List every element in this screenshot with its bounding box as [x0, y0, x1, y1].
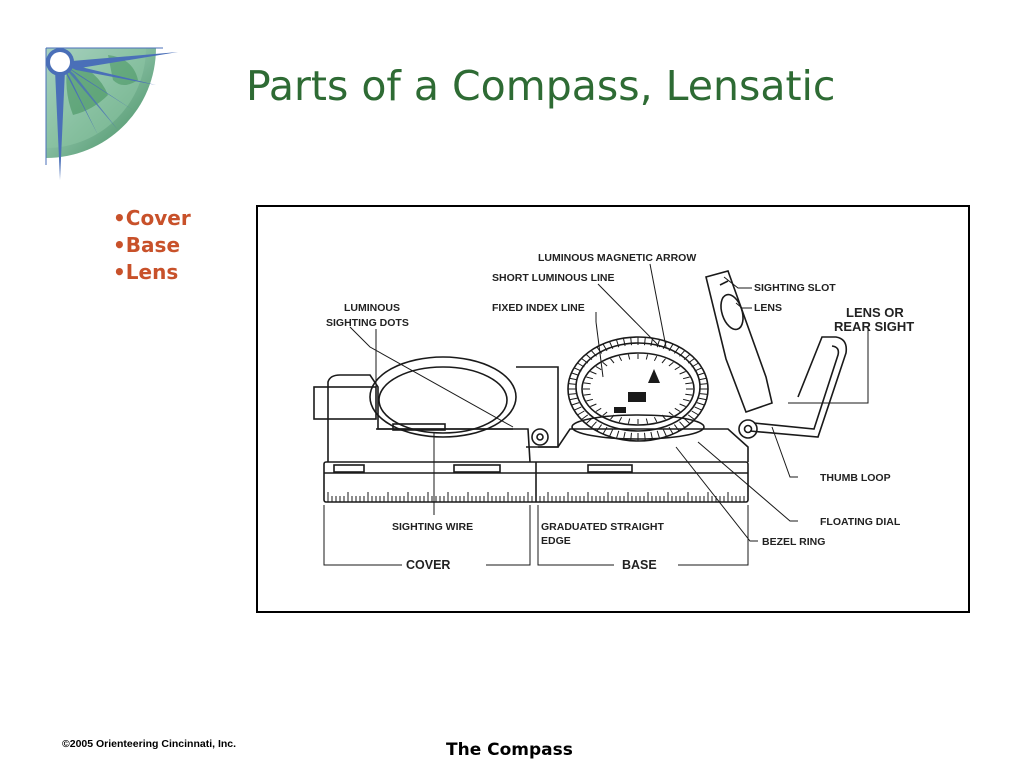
label-sighting-wire: SIGHTING WIRE — [392, 521, 473, 533]
label-luminous-magnetic-arrow: LUMINOUS MAGNETIC ARROW — [538, 252, 696, 264]
label-graduated-straight-edge-line1: GRADUATED STRAIGHT — [541, 521, 664, 533]
compass-rose-logo — [45, 47, 178, 180]
label-luminous-sighting-dots-line2: SIGHTING DOTS — [326, 317, 409, 329]
footer-title: The Compass — [446, 740, 573, 760]
label-base: BASE — [622, 558, 657, 572]
copyright-text: ©2005 Orienteering Cincinnati, Inc. — [62, 738, 237, 750]
label-short-luminous-line: SHORT LUMINOUS LINE — [492, 272, 615, 284]
bullet-item-cover: Cover — [113, 205, 191, 232]
label-graduated-straight-edge-line2: EDGE — [541, 535, 571, 547]
leader-lines — [323, 263, 869, 566]
bullet-item-base: Base — [113, 232, 191, 259]
label-floating-dial: FLOATING DIAL — [820, 516, 901, 528]
bullet-item-lens: Lens — [113, 259, 191, 286]
label-lens: LENS — [754, 302, 782, 314]
compass-diagram: LUMINOUS MAGNETIC ARROW SHORT LUMINOUS L… — [256, 205, 970, 613]
label-bezel-ring: BEZEL RING — [762, 536, 825, 548]
label-sighting-slot: SIGHTING SLOT — [754, 282, 836, 294]
compass-diagram-drawing: LUMINOUS MAGNETIC ARROW SHORT LUMINOUS L… — [313, 252, 914, 572]
label-thumb-loop: THUMB LOOP — [820, 472, 891, 484]
label-lens-or-rear-sight-line2: REAR SIGHT — [834, 319, 914, 334]
diagram-labels: LUMINOUS MAGNETIC ARROW SHORT LUMINOUS L… — [326, 252, 914, 572]
slide-title: Parts of a Compass, Lensatic — [246, 62, 836, 110]
label-fixed-index-line: FIXED INDEX LINE — [492, 302, 585, 314]
bullet-list: Cover Base Lens — [113, 205, 191, 286]
label-cover: COVER — [406, 558, 450, 572]
label-lens-or-rear-sight-line1: LENS OR — [846, 305, 904, 320]
compass-illustration — [313, 270, 848, 503]
label-luminous-sighting-dots-line1: LUMINOUS — [344, 302, 400, 314]
